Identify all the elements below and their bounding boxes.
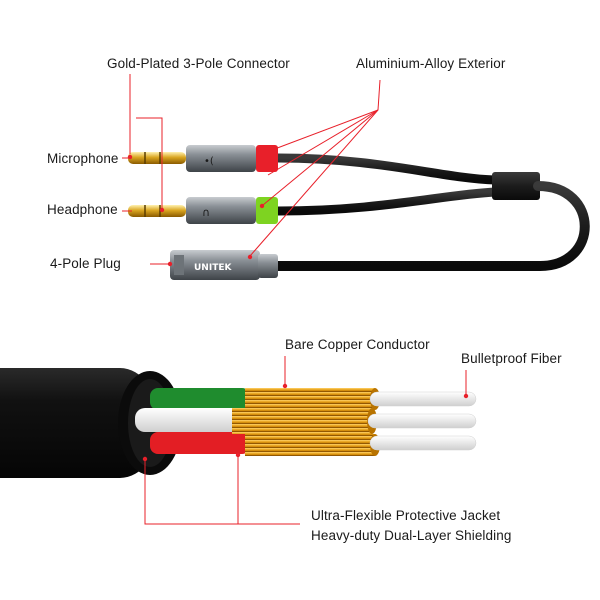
label-headphone: Headphone <box>47 202 118 217</box>
label-alloy-exterior: Aluminium-Alloy Exterior <box>356 56 506 71</box>
cable-junction <box>492 172 540 200</box>
svg-text:•(: •( <box>204 156 214 167</box>
green-wire <box>150 388 250 410</box>
label-microphone: Microphone <box>47 151 119 166</box>
svg-text:∩: ∩ <box>202 206 210 219</box>
copper-conductor <box>232 388 380 456</box>
protective-jacket <box>0 368 160 478</box>
red-wire <box>150 432 250 454</box>
label-copper-conductor: Bare Copper Conductor <box>285 337 430 352</box>
mic-cable <box>273 153 500 185</box>
headphone-plug: ∩ <box>128 197 278 224</box>
label-bulletproof-fiber: Bulletproof Fiber <box>461 351 562 366</box>
bottom-callouts <box>144 356 467 525</box>
label-gold-connector: Gold-Plated 3-Pole Connector <box>107 56 290 71</box>
label-four-pole-plug: 4-Pole Plug <box>50 256 121 271</box>
white-wire <box>135 408 250 432</box>
microphone-plug: •( <box>128 145 278 172</box>
label-protective-jacket: Ultra-Flexible Protective Jacket <box>311 508 501 523</box>
top-callouts <box>122 74 381 265</box>
main-cable <box>271 181 590 271</box>
unitek-logo: UNITEK <box>194 263 232 273</box>
four-pole-plug: UNITEK <box>170 250 278 280</box>
bulletproof-fibers <box>367 391 477 451</box>
label-dual-layer-shielding: Heavy-duty Dual-Layer Shielding <box>311 528 512 543</box>
headphone-cable <box>273 187 500 216</box>
